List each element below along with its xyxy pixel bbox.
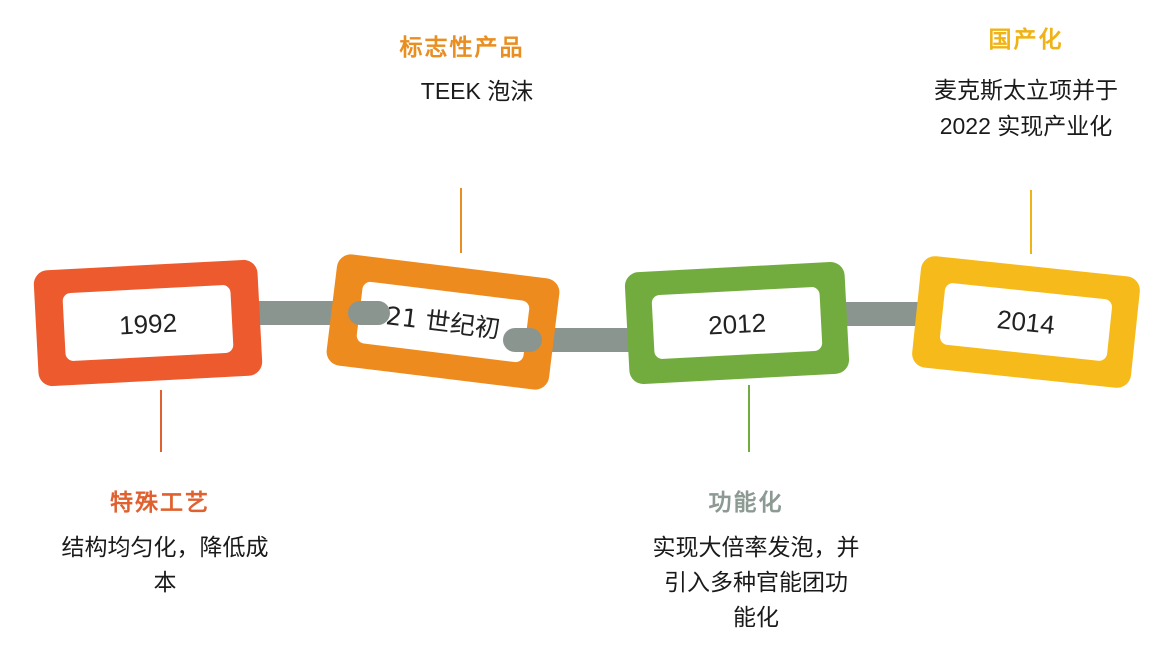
chain-year-2014: 2014 bbox=[996, 304, 1057, 340]
desc-line: TEEK 泡沫 bbox=[420, 78, 534, 104]
chain-link-inner bbox=[356, 281, 530, 363]
desc-line: 麦克斯太立项并于 bbox=[934, 78, 1118, 104]
desc-line: 能化 bbox=[733, 605, 779, 631]
chain-link-2014: 2014 bbox=[912, 256, 1140, 388]
chain-link-inner bbox=[62, 285, 234, 361]
desc-line: 2022 实现产业化 bbox=[939, 113, 1113, 139]
chain-link-2012: 2012 bbox=[624, 262, 850, 384]
desc-line: 引入多种官能团功 bbox=[664, 570, 848, 596]
desc-line: 实现大倍率发泡，并 bbox=[652, 535, 860, 561]
desc-line: 结构均匀化，降低成 bbox=[61, 535, 269, 561]
desc-line: 本 bbox=[153, 570, 177, 596]
milestone-label-2012: 功能化 bbox=[708, 490, 784, 516]
chain-link-21st-century: 21 世纪初 bbox=[326, 254, 560, 390]
chain-year-1992: 1992 bbox=[118, 308, 177, 341]
milestone-desc-1992: 结构均匀化，降低成 本 bbox=[40, 531, 290, 601]
chain-link-inner bbox=[940, 283, 1112, 361]
milestone-label-1992: 特殊工艺 bbox=[110, 490, 210, 516]
milestone-desc-21st-century: TEEK 泡沫 bbox=[352, 74, 602, 109]
chain-link-1992: 1992 bbox=[33, 259, 263, 387]
milestone-label-2014: 国产化 bbox=[988, 27, 1064, 53]
milestone-desc-2014: 麦克斯太立项并于 2022 实现产业化 bbox=[896, 74, 1156, 144]
milestone-desc-2012: 实现大倍率发泡，并 引入多种官能团功 能化 bbox=[626, 531, 886, 636]
milestone-label-21st-century: 标志性产品 bbox=[399, 35, 525, 61]
chain-link-inner bbox=[651, 287, 823, 359]
chain-year-2012: 2012 bbox=[707, 308, 766, 341]
connector-overlaps bbox=[348, 301, 542, 352]
